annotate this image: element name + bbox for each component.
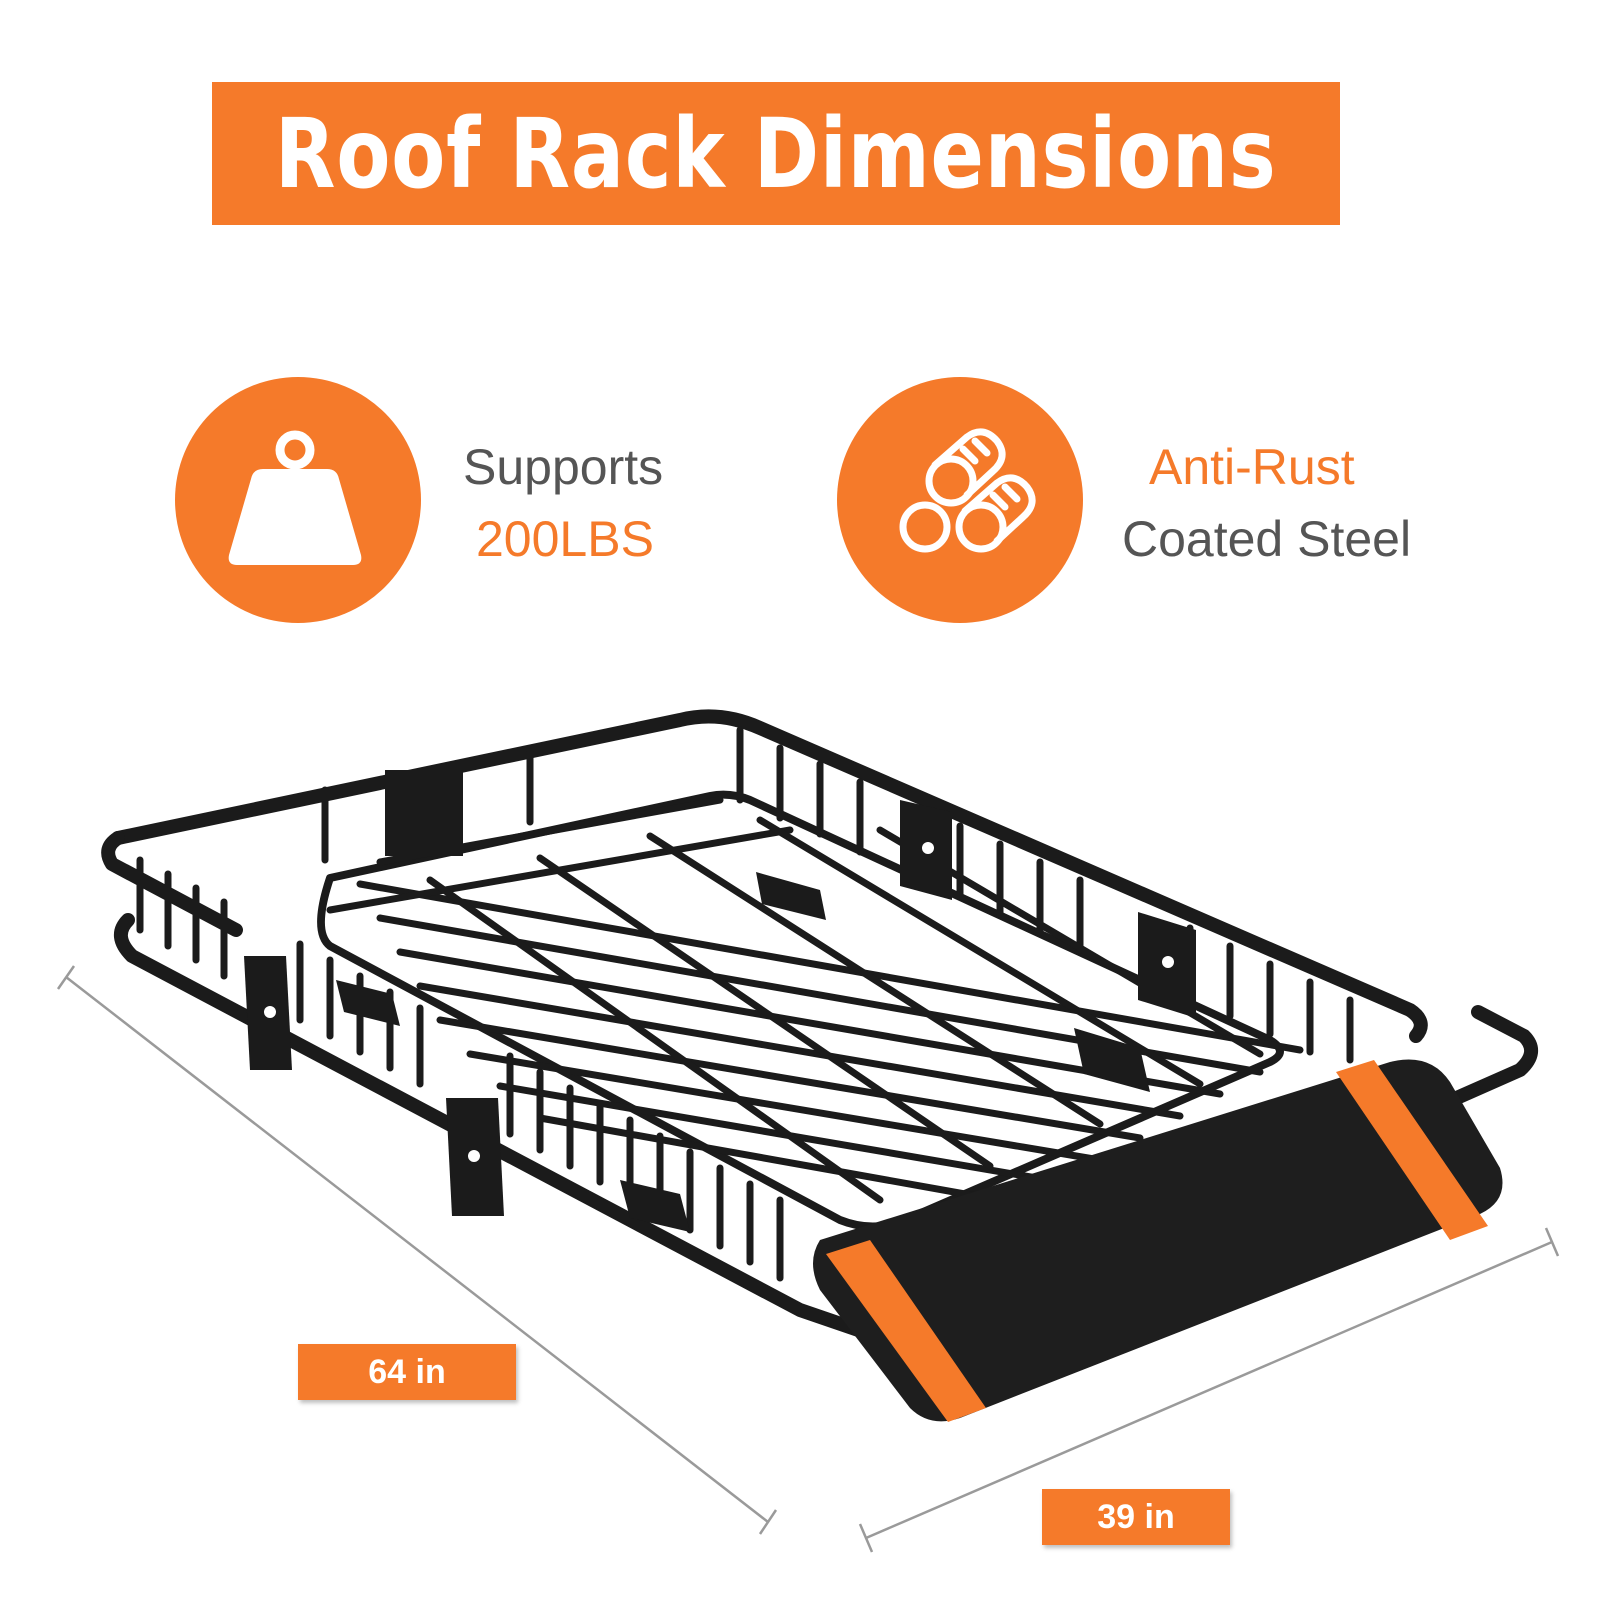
anti-rust-label: Anti-Rust: [1149, 439, 1355, 495]
weight-feature-badge: [175, 377, 421, 623]
weight-icon: [228, 430, 362, 565]
page-title: Roof Rack Dimensions: [275, 97, 1277, 210]
mount-clamp: [336, 980, 400, 1026]
wind-fairing: [813, 1059, 1503, 1422]
length-dimension-label: 64 in: [298, 1344, 516, 1400]
dimension-lines: [56, 965, 1560, 1553]
supports-label: Supports: [463, 439, 664, 495]
reflector-strip: [1336, 1060, 1488, 1240]
title-banner: Roof Rack Dimensions: [212, 82, 1340, 225]
mount-clamp: [756, 872, 826, 920]
rear-bracket: [385, 770, 463, 856]
mount-clamp: [1074, 1028, 1150, 1092]
reflector-strip: [826, 1240, 986, 1422]
mount-clamp: [620, 1180, 690, 1232]
coated-steel-label: Coated Steel: [1122, 511, 1412, 567]
width-dimension-label: 39 in: [1042, 1489, 1230, 1545]
load-capacity-value: 200LBS: [476, 511, 654, 567]
steel-tubes-icon: [899, 428, 1036, 553]
steel-feature-badge: [837, 377, 1083, 623]
